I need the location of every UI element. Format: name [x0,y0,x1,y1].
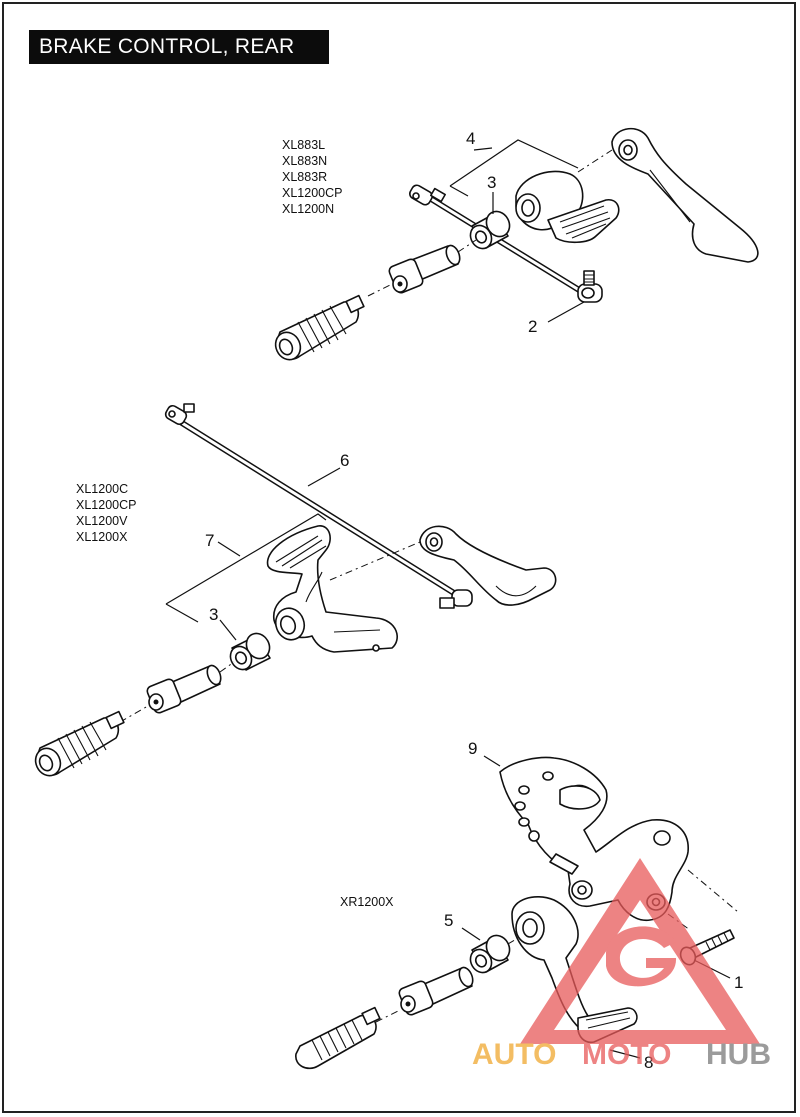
axis-line [367,283,393,297]
model-list-bottom: XR1200X [340,894,394,910]
axis-line [219,661,235,673]
bracket-tick [449,185,469,197]
leader-9 [483,755,501,767]
axis-line [119,705,149,723]
page-title: BRAKE CONTROL, REAR [29,30,329,64]
bracket-7 [165,513,327,605]
model-label: XL1200C [76,482,129,496]
model-list-middle: XL1200C XL1200CP XL1200V XL1200X [76,481,136,545]
callout-3: 3 [487,173,496,192]
callout-7: 7 [205,531,214,550]
callout-8: 8 [644,1053,653,1072]
axis-line [457,239,477,253]
leader-6 [307,467,341,487]
model-label: XL883N [282,154,328,168]
pivot-shaft-middle [146,664,222,714]
footpeg-bottom [295,1006,381,1070]
watermark-word-moto: MOTO [582,1038,671,1071]
model-label: XL1200CP [76,498,137,512]
brake-rod-top [409,184,603,303]
brake-lever-middle [419,525,557,606]
watermark-word-hub: HUB [706,1038,771,1071]
leader-3 [219,619,237,641]
model-list-top: XL883L XL883N XL883R XL1200CP XL1200N [282,137,342,217]
axis-line [687,869,739,913]
leader-7 [217,541,241,557]
footpeg-top [274,294,365,361]
bushing-bottom [469,934,511,974]
model-label: XL1200CP [282,186,343,200]
bushing-top [469,210,511,250]
watermark-logo: AUTO MOTO HUB [472,858,771,1071]
brake-rod-middle [164,403,473,609]
brake-lever-top [611,127,759,263]
leader-2 [547,301,585,323]
callout-4: 4 [466,129,475,148]
axis-line [375,1009,401,1023]
model-label: XL1200N [282,202,335,216]
model-label: XL1200V [76,514,128,528]
bracket-4 [449,139,579,187]
callout-9: 9 [468,739,477,758]
model-label: XL883R [282,170,328,184]
footpeg-middle [34,710,125,777]
triangle-logo-icon [520,858,760,1044]
model-label: XR1200X [340,895,394,909]
middle-assembly: 6 7 3 [34,403,557,777]
leader-8 [609,1049,641,1059]
bottom-assembly: 9 5 1 8 [295,739,743,1072]
callout-6: 6 [340,451,349,470]
brake-pedal-middle [266,525,398,653]
g-letter-icon [606,926,677,987]
axis-line [577,149,613,173]
pivot-shaft-bottom [398,966,474,1016]
leader-4 [473,147,493,151]
callout-1: 1 [734,973,743,992]
bushing-middle [229,632,271,671]
bracket-tick [165,603,199,623]
model-label: XL883L [282,138,326,152]
callout-5: 5 [444,911,453,930]
top-assembly: 4 3 2 [274,127,759,361]
pivot-shaft-top [388,244,461,294]
watermark-word-auto: AUTO [472,1038,556,1071]
leader-5 [461,927,481,941]
callout-3: 3 [209,605,218,624]
model-label: XL1200X [76,530,128,544]
axis-line [507,937,519,945]
callout-2: 2 [528,317,537,336]
brake-pedal-top [515,170,620,244]
